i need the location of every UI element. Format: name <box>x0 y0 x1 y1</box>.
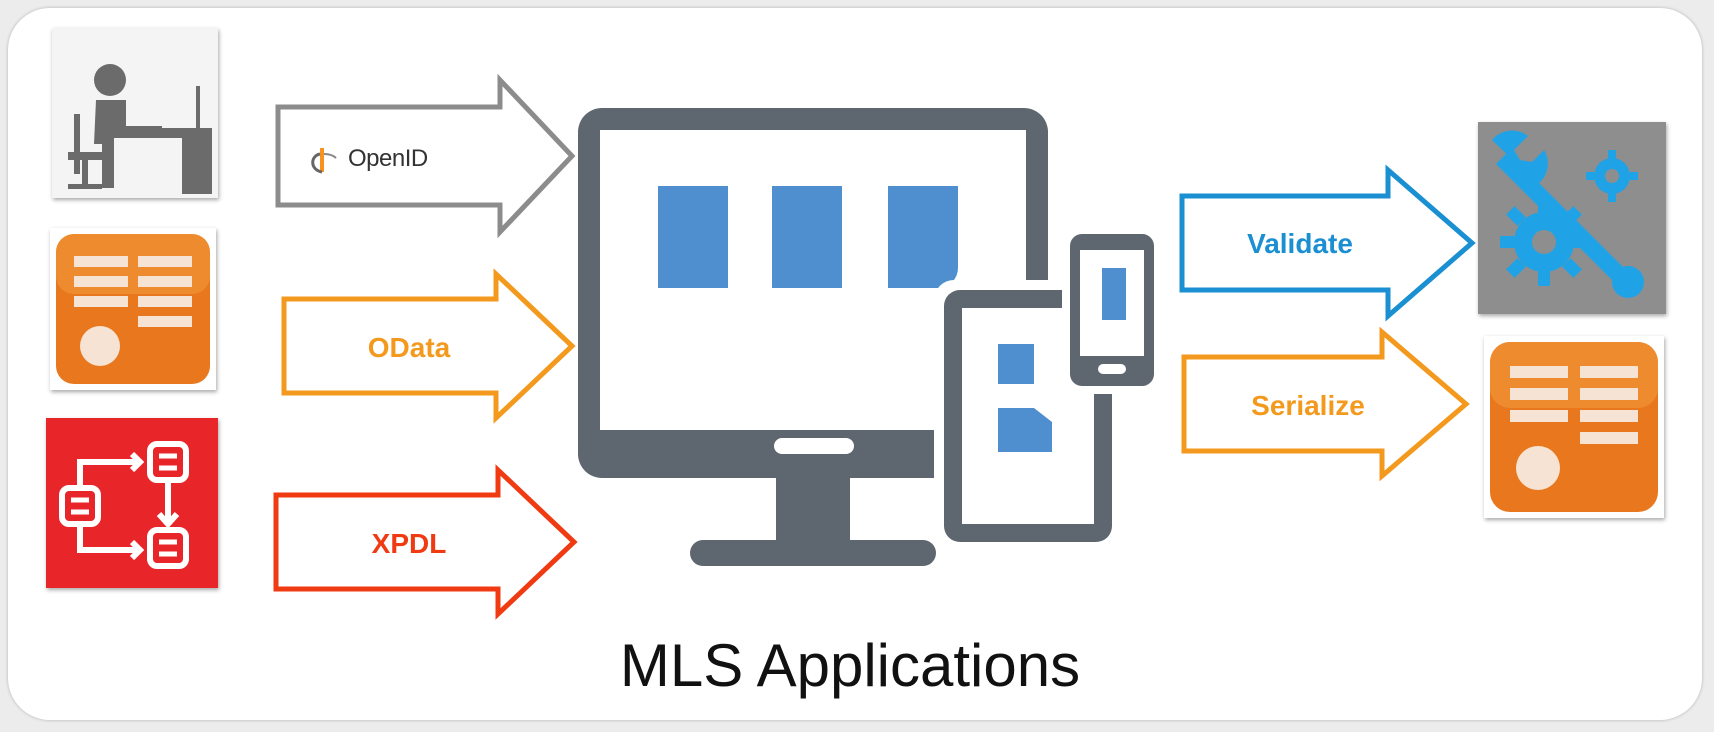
xpdl-label: XPDL <box>371 528 447 559</box>
user-at-desk-icon <box>52 28 218 198</box>
multi-device-icon <box>578 108 1178 588</box>
openid-logo: OpenID <box>308 142 428 176</box>
odata-arrow: OData <box>281 268 576 424</box>
openid-label: OpenID <box>348 145 428 172</box>
serialize-arrow: Serialize <box>1181 326 1470 482</box>
odata-label: OData <box>367 332 451 363</box>
validate-arrow: Validate <box>1179 164 1476 322</box>
diagram-caption: MLS Applications <box>619 632 1081 699</box>
office-table-icon <box>50 228 216 390</box>
serialize-label: Serialize <box>1251 390 1365 421</box>
openid-icon <box>311 148 337 174</box>
workflow-diagram-icon <box>46 418 218 588</box>
validate-label: Validate <box>1247 228 1353 259</box>
openid-arrow <box>275 73 576 239</box>
wrench-gear-icon <box>1478 122 1666 314</box>
office-table-icon-target <box>1484 336 1664 518</box>
xpdl-arrow: XPDL <box>273 464 578 620</box>
